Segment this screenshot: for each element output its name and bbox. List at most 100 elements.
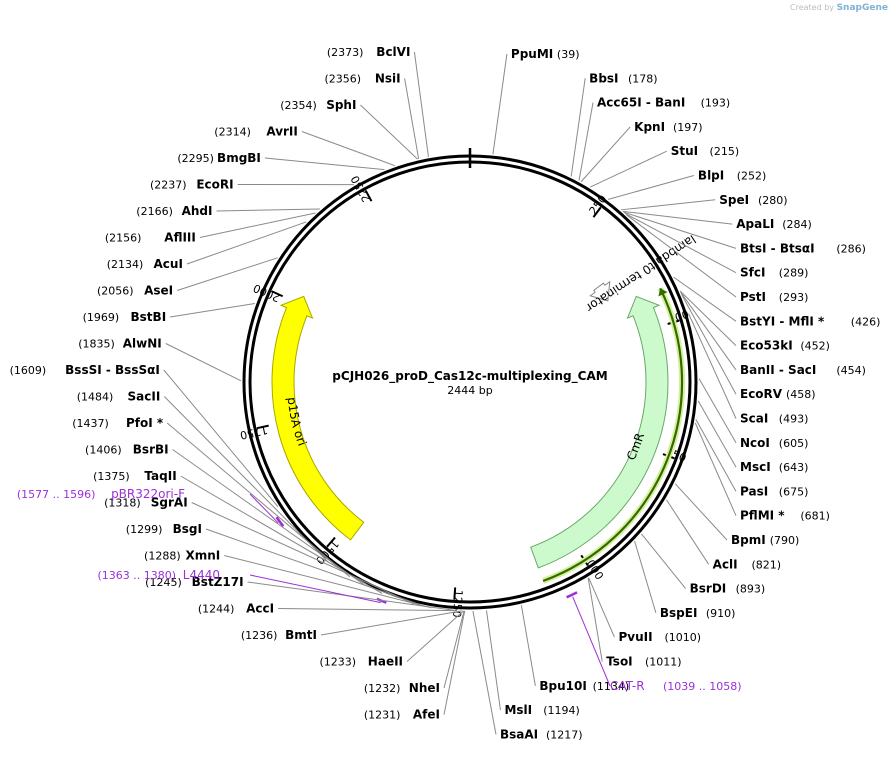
leader-line: [264, 157, 385, 171]
bp-tick-mark: [453, 587, 457, 600]
bp-tick-mark: [326, 536, 336, 548]
site-name: BbsI: [589, 71, 618, 85]
restriction-site-nhei: NheI(1232): [364, 610, 465, 695]
site-position: (1318): [104, 497, 141, 510]
restriction-site-bpu10i: Bpu10I(1134): [520, 605, 629, 693]
site-name: NcoI: [740, 436, 770, 450]
cmr-orf-line: [542, 287, 684, 583]
primer-leader-line: [249, 493, 279, 524]
site-name: BsaAI: [500, 727, 538, 741]
site-position: (454): [836, 364, 866, 377]
cmr-feature-arrow: [530, 295, 669, 569]
site-name: TaqII: [144, 469, 176, 483]
leader-line: [608, 175, 695, 200]
leader-line: [588, 577, 615, 638]
site-position: (893): [736, 583, 766, 596]
leader-line: [688, 313, 737, 419]
site-position: (2156): [105, 232, 142, 245]
leader-line: [624, 212, 737, 274]
leader-line: [485, 610, 501, 711]
leader-line: [666, 499, 710, 565]
leader-line: [205, 528, 426, 607]
leader-line: [587, 578, 603, 662]
restriction-site-stui: StuI(215): [590, 144, 740, 188]
restriction-site-bstyi-mfli: BstYI - MflI *(426): [673, 276, 880, 328]
restriction-site-acc65i-bani: Acc65I - BanI(193): [578, 96, 730, 181]
restriction-site-sacii: SacII(1484): [77, 390, 328, 562]
leader-line: [186, 221, 307, 265]
site-position: (1406): [85, 444, 122, 457]
site-name: SpeI: [719, 193, 749, 207]
site-position: (1011): [645, 656, 682, 669]
restriction-site-bclvi: BclVI(2373): [327, 45, 429, 157]
leader-line: [360, 104, 418, 160]
restriction-site-avrii: AvrII(2314): [214, 125, 396, 167]
site-name: BspEI: [660, 606, 698, 620]
site-position: (821): [751, 558, 781, 571]
primer-leader-line: [572, 596, 611, 687]
restriction-site-asei: AseI(2056): [97, 257, 278, 298]
primer-range: (1363 .. 1380): [97, 569, 176, 582]
site-position: (1245): [145, 576, 182, 589]
site-position: (1288): [144, 550, 181, 563]
leader-line: [634, 541, 657, 614]
site-name: MslI: [504, 703, 532, 717]
site-position: (1299): [126, 523, 163, 536]
site-name: Bpu10I: [539, 679, 586, 693]
leader-line: [673, 276, 737, 322]
site-position: (39): [557, 48, 580, 61]
site-name: SacII: [128, 390, 161, 404]
site-position: (215): [710, 145, 740, 158]
site-position: (2354): [280, 99, 317, 112]
primer-name: pBR322ori-F: [111, 487, 185, 501]
restriction-site-apali: ApaLI(284): [622, 210, 812, 231]
site-position: (681): [800, 510, 830, 523]
site-name: BlpI: [698, 169, 724, 183]
leader-line: [163, 396, 328, 562]
restriction-site-scai: ScaI (493): [688, 313, 809, 426]
restriction-site-kpni: KpnI(197): [580, 120, 703, 183]
site-position: (2314): [214, 126, 251, 139]
restriction-site-pasi: PasI(675): [695, 419, 808, 498]
site-position: (286): [836, 242, 866, 255]
site-position: (178): [628, 72, 658, 85]
site-name: ApaLI: [736, 217, 774, 231]
site-position: (1244): [198, 603, 235, 616]
leader-line: [641, 533, 687, 589]
leader-line: [697, 400, 737, 468]
site-position: (1010): [664, 631, 701, 644]
restriction-site-bsgi: BsgI(1299): [126, 522, 426, 607]
primer-name: L4440: [183, 568, 220, 582]
restriction-site-bsssi-bsss-i: BssSI - BssSαI(1609): [10, 363, 279, 508]
restriction-site-bsaai: BsaAI(1217): [472, 610, 583, 741]
site-name: ScaI: [740, 412, 768, 426]
site-name: BstBI: [131, 310, 167, 324]
site-position: (2373): [327, 46, 364, 59]
site-position: (1609): [10, 364, 47, 377]
restriction-site-banii-saci: BanII - SacI(454): [680, 291, 866, 377]
site-name: NheI: [409, 681, 440, 695]
leader-line: [578, 102, 594, 181]
site-name: SfcI: [740, 266, 765, 280]
restriction-site-spei: SpeI(280): [620, 193, 788, 211]
site-name: BstYI - MflI *: [740, 314, 825, 328]
leader-line: [698, 378, 737, 444]
restriction-site-psti: PstI(293): [626, 214, 808, 304]
restriction-site-pvuii: PvuII(1010): [588, 577, 701, 644]
restriction-site-sfci: SfcI(289): [624, 212, 808, 280]
site-name: PpuMI: [511, 47, 553, 61]
restriction-site-bspei: BspEI(910): [634, 541, 735, 620]
site-position: (643): [779, 461, 809, 474]
site-position: (493): [779, 413, 809, 426]
bp-tick-mark: [256, 424, 269, 430]
site-position: (1969): [83, 311, 120, 324]
leader-line: [278, 608, 458, 612]
leader-line: [165, 343, 242, 382]
cat-r-primer-mark: [566, 591, 578, 599]
bp-tick-mark: [271, 290, 284, 298]
site-position: (458): [786, 388, 816, 401]
leader-line: [172, 449, 366, 587]
site-name: PflMI *: [740, 509, 785, 523]
